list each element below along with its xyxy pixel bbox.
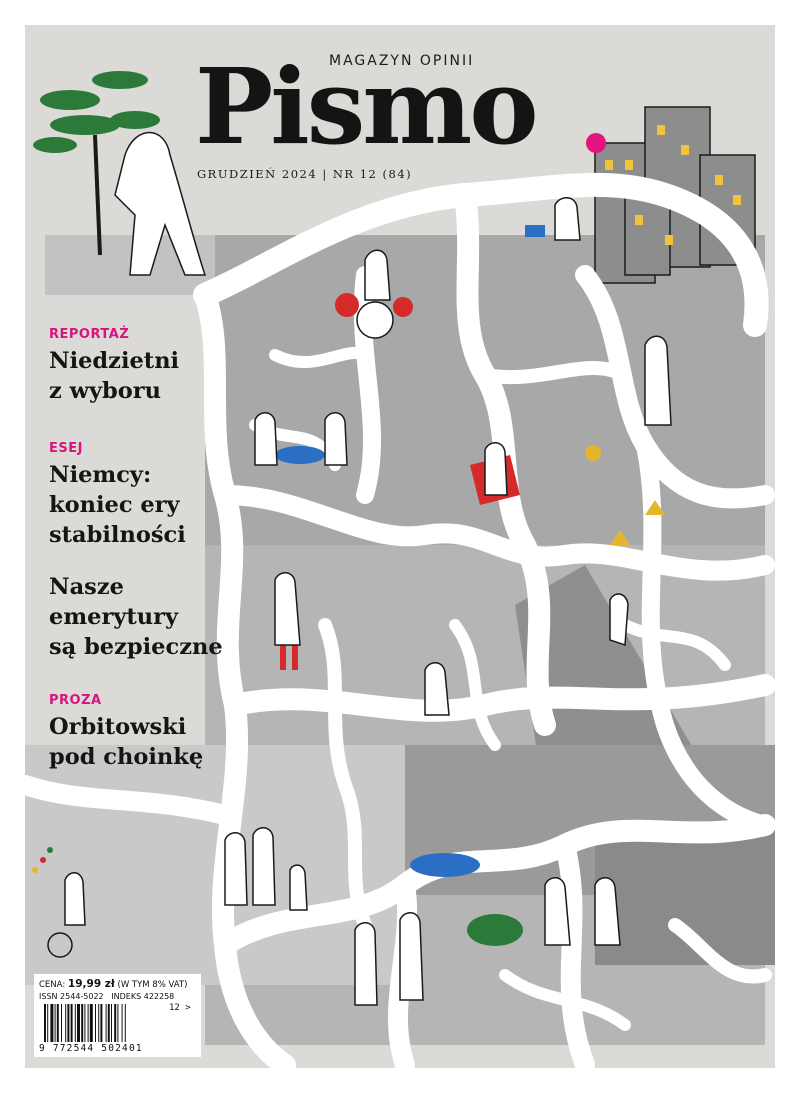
laptop-figure-icon: [525, 225, 545, 237]
headline-line: emerytury: [49, 604, 179, 630]
price-barcode-box: CENA: 19,99 zł (W TYM 8% VAT) ISSN 2544-…: [34, 974, 201, 1057]
headline-line: są bezpieczne: [49, 634, 223, 660]
price-line: CENA: 19,99 zł (W TYM 8% VAT): [39, 978, 187, 990]
toc-category: REPORTAŻ: [49, 327, 130, 342]
toc-headline: Niemcy: koniec ery stabilności: [49, 460, 249, 550]
price-label: CENA:: [39, 980, 66, 990]
table-icon: [275, 446, 325, 464]
barcode-number: 9 772544 502401: [39, 1043, 143, 1054]
headline-line: Orbitowski: [49, 714, 187, 740]
issue-line: GRUDZIEŃ 2024 | NR 12 (84): [197, 167, 413, 181]
toc-category: ESEJ: [49, 441, 83, 456]
toc-category: PROZA: [49, 693, 102, 708]
city-blocks-icon: [594, 106, 756, 284]
mountain-icon: [610, 530, 630, 545]
masthead-dot-icon: [586, 133, 606, 153]
toc-headline: Orbitowski pod choinkę: [49, 712, 249, 772]
juggler-unicycle-icon: [64, 872, 86, 926]
headline-line: z wyboru: [49, 378, 162, 404]
unicycle-wheel-icon: [47, 932, 73, 958]
drum-kit-icon: [335, 293, 413, 339]
farmer-figure-icon: [280, 645, 286, 670]
price-value: 19,99 zł: [67, 978, 115, 990]
mountain-icon-2: [645, 500, 665, 515]
headline-line: Niemcy:: [49, 462, 152, 488]
toc-headline: Nasze emerytury są bezpieczne: [49, 572, 249, 662]
magazine-cover: MAGAZYN OPINII Pismo GRUDZIEŃ 2024 | NR …: [25, 25, 775, 1068]
headline-line: stabilności: [49, 522, 186, 548]
headline-line: pod choinkę: [49, 744, 204, 770]
pond-icon: [410, 853, 480, 877]
toc-item-esej[interactable]: ESEJ Niemcy: koniec ery stabilności: [49, 441, 249, 550]
issn-line: ISSN 2544-5022 INDEKS 422258: [39, 992, 174, 1001]
toc-item-emerytury[interactable]: Nasze emerytury są bezpieczne: [49, 572, 249, 662]
tree-icon: [33, 71, 160, 256]
headline-line: koniec ery: [49, 492, 180, 518]
magazine-subtitle: MAGAZYN OPINII: [329, 53, 475, 69]
index-number: INDEKS 422258: [111, 992, 175, 1001]
magazine-title: Pismo: [195, 45, 539, 168]
figures: [64, 131, 672, 1006]
walking-giant-icon: [114, 131, 207, 276]
barcode-suffix: 12 >: [169, 1003, 191, 1013]
vat-note: (W TYM 8% VAT): [117, 980, 188, 990]
issn: ISSN 2544-5022: [39, 992, 104, 1001]
headline-line: Nasze: [49, 574, 124, 600]
farmer-boot-icon: [292, 645, 298, 670]
toc-item-proza[interactable]: PROZA Orbitowski pod choinkę: [49, 693, 249, 772]
barcode-icon: [44, 1004, 126, 1042]
bush-icon: [467, 914, 523, 946]
plant-pot-icon: [585, 445, 601, 461]
toc-item-reportaz[interactable]: REPORTAŻ Niedzietni z wyboru: [49, 327, 249, 406]
toc-headline: Niedzietni z wyboru: [49, 346, 249, 406]
headline-line: Niedzietni: [49, 348, 180, 374]
path-network: [25, 172, 775, 1068]
cover-illustration: [25, 71, 775, 1068]
